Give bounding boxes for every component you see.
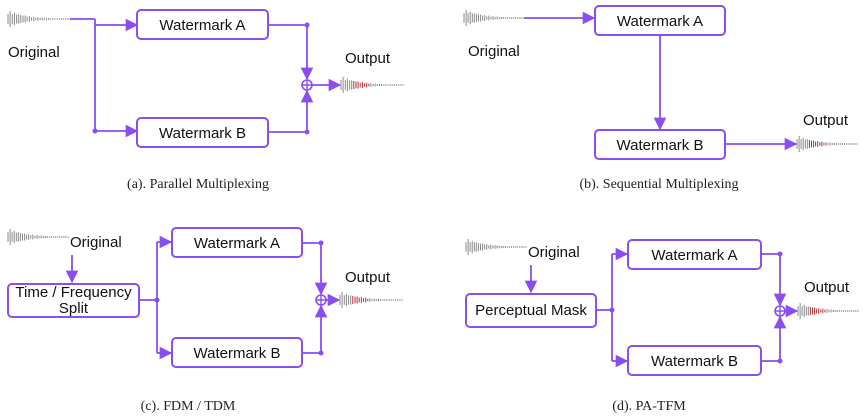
output-waveform — [797, 303, 859, 319]
output-label: Output — [804, 279, 850, 296]
watermark-b-label: Watermark B — [194, 345, 281, 362]
watermark-a-label: Watermark A — [194, 235, 280, 252]
junction-dot — [777, 251, 783, 257]
original-label: Original — [528, 244, 580, 261]
junction-dot — [92, 128, 98, 134]
output-waveform — [340, 77, 404, 93]
arrow-from-watermark-a — [761, 253, 787, 307]
panel-b: Original Watermark A Watermark B Output … — [463, 5, 858, 192]
junction-dot — [154, 297, 160, 303]
arrow-from-watermark-b — [268, 89, 314, 133]
junction-dot — [304, 129, 310, 135]
splitter-label-line2: Split — [59, 300, 89, 317]
watermark-a-label: Watermark A — [617, 13, 703, 30]
output-waveform — [796, 136, 858, 152]
panel-d: Original Perceptual Mask Watermark A Wat… — [465, 239, 859, 414]
arrow-from-watermark-a — [302, 242, 328, 296]
caption: (c). FDM / TDM — [141, 399, 236, 414]
arrow-from-watermark-b — [761, 315, 787, 362]
junction-dot — [777, 358, 783, 364]
caption: (b). Sequential Multiplexing — [579, 177, 738, 192]
sum-icon — [774, 305, 786, 317]
watermark-b-label: Watermark B — [651, 353, 738, 370]
splitter-label-line1: Time / Frequency — [15, 284, 132, 301]
panel-a: Original Watermark A Watermark B Output … — [7, 9, 404, 192]
panel-c: Original Time / Frequency Split Watermar… — [7, 227, 403, 414]
original-waveform — [7, 11, 71, 27]
watermark-b-label: Watermark B — [617, 137, 704, 154]
arrow-from-watermark-b — [302, 304, 328, 354]
output-label: Output — [803, 112, 849, 129]
arrow-from-watermark-a — [268, 24, 314, 81]
original-label: Original — [8, 44, 60, 61]
output-waveform — [339, 292, 403, 308]
junction-dot — [609, 307, 615, 313]
original-label: Original — [70, 234, 122, 251]
output-label: Output — [345, 50, 391, 67]
output-label: Output — [345, 269, 391, 286]
junction-dot — [318, 240, 324, 246]
junction-dot — [318, 350, 324, 356]
sum-icon — [315, 294, 327, 306]
original-label: Original — [468, 43, 520, 60]
watermark-a-label: Watermark A — [159, 17, 245, 34]
junction-dot — [304, 22, 310, 28]
original-waveform — [7, 229, 69, 245]
original-waveform — [463, 10, 525, 26]
watermark-a-label: Watermark A — [651, 247, 737, 264]
caption: (d). PA-TFM — [612, 399, 686, 414]
splitter-label: Perceptual Mask — [475, 302, 587, 319]
watermark-b-label: Watermark B — [159, 125, 246, 142]
sum-icon — [301, 79, 313, 91]
caption: (a). Parallel Multiplexing — [127, 177, 269, 192]
original-waveform — [465, 239, 527, 255]
